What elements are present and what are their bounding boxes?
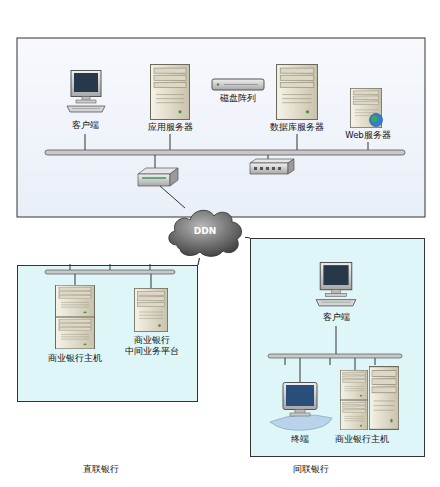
network-link: [245, 237, 250, 239]
device-label: 商业银行主机: [35, 353, 115, 364]
bank-group: 直联银行商业银行主机商业银行 中间业务平台: [17, 265, 198, 402]
server-label: 应用服务器: [140, 122, 200, 134]
group-heading: 直联银行: [61, 464, 141, 475]
device-label: 商业银行 中间业务平台: [122, 335, 182, 357]
platform-label: 商业银行 中间业务平台: [122, 335, 182, 359]
group-heading: 间联银行: [271, 464, 351, 475]
device-label: 商业银行主机: [322, 434, 402, 445]
host-label: 商业银行主机: [35, 353, 115, 365]
network-frame: [17, 38, 425, 217]
device-label: 应用服务器: [140, 122, 200, 133]
host-label: 商业银行主机: [322, 434, 402, 446]
client-label: 客户端: [310, 312, 362, 324]
server-label: 数据库服务器: [262, 122, 332, 134]
bank-group: 间联银行客户端终端商业银行主机: [250, 238, 425, 457]
client-label: 客户端: [55, 120, 115, 132]
device-label: 客户端: [55, 120, 115, 131]
network-link: [198, 258, 199, 265]
network-cloud: DDN: [165, 205, 245, 258]
direct-bank-drawing: [45, 264, 175, 349]
device-label: 数据库服务器: [262, 122, 332, 133]
device-label: 客户端: [310, 312, 362, 323]
indirect-bank-drawing: [268, 263, 402, 431]
storage-label: 磁盘阵列: [208, 93, 268, 105]
top-network-drawing: [45, 65, 405, 208]
terminal-label: 终端: [280, 434, 320, 446]
device-label: 终端: [280, 434, 320, 445]
device-label: Web服务器: [338, 130, 398, 141]
device-label: 磁盘阵列: [208, 93, 268, 104]
cloud-label: DDN: [165, 226, 245, 237]
server-label: Web服务器: [338, 130, 398, 142]
